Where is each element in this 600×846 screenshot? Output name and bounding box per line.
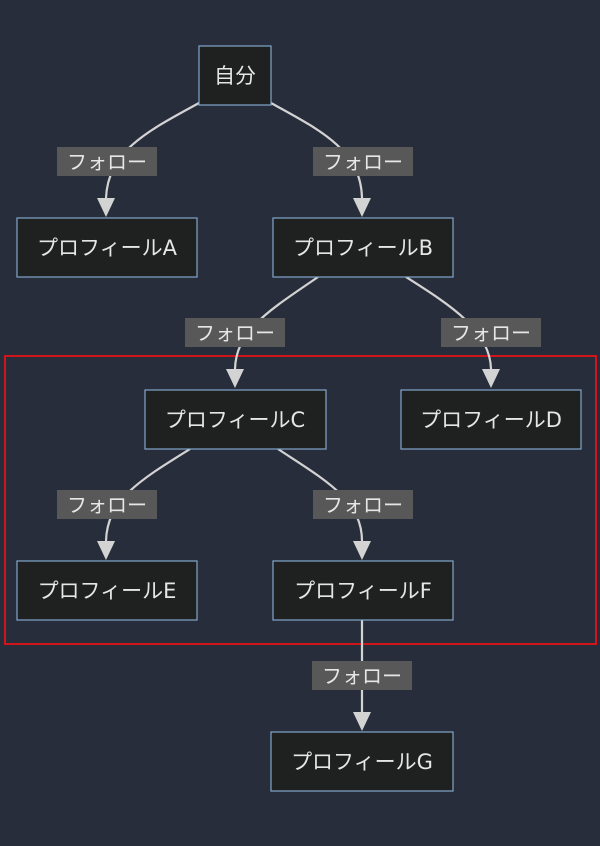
edge-self-a [104, 102, 200, 199]
node-profile-a: プロフィールA [16, 217, 198, 278]
node-profile-b: プロフィールB [272, 217, 454, 278]
edge-label-b-c: フォロー [185, 318, 285, 347]
edge-label-b-d: フォロー [441, 318, 541, 347]
node-profile-g: プロフィールG [270, 731, 454, 792]
node-profile-c: プロフィールC [144, 389, 327, 450]
node-label: プロフィールE [38, 579, 177, 603]
edge-label-c-f: フォロー [313, 490, 413, 519]
node-profile-e: プロフィールE [16, 560, 198, 621]
node-label: プロフィールB [293, 236, 433, 260]
node-self: 自分 [198, 45, 272, 106]
arrowhead-c-e [97, 541, 115, 560]
edge-label-text: フォロー [451, 321, 531, 345]
edge-label-text: フォロー [67, 493, 147, 517]
edge-label-text: フォロー [323, 150, 403, 174]
edge-label-text: フォロー [323, 493, 403, 517]
arrowhead-c-f [353, 541, 371, 560]
edge-label-c-e: フォロー [57, 490, 157, 519]
node-label: プロフィールC [165, 408, 305, 432]
node-label: 自分 [214, 64, 256, 88]
edge-label-text: フォロー [195, 321, 275, 345]
node-profile-f: プロフィールF [272, 560, 454, 621]
edge-label-self-a: フォロー [57, 147, 157, 176]
arrowhead-self-a [97, 198, 115, 217]
node-label: プロフィールF [294, 579, 432, 603]
arrowhead-b-c [226, 369, 244, 388]
edge-self-b [270, 102, 364, 199]
highlight-box [4, 355, 597, 645]
edge-label-self-b: フォロー [313, 147, 413, 176]
edge-label-text: フォロー [322, 664, 402, 688]
edge-label-text: フォロー [67, 150, 147, 174]
arrowhead-self-b [353, 198, 371, 217]
node-label: プロフィールD [420, 408, 562, 432]
arrowhead-b-d [482, 369, 500, 388]
node-profile-d: プロフィールD [400, 389, 582, 450]
arrowhead-f-g [353, 712, 371, 731]
node-label: プロフィールA [37, 236, 178, 260]
node-label: プロフィールG [291, 750, 433, 774]
edge-label-f-g: フォロー [312, 661, 412, 690]
